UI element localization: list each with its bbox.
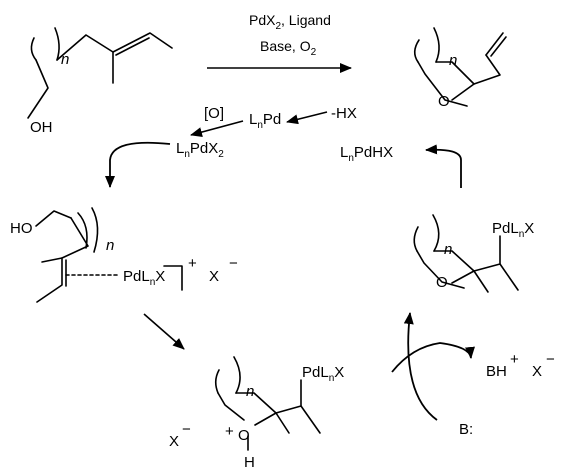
oxonium-hydrogen: H [244, 454, 255, 469]
counterion-x-bottom: X [169, 433, 179, 450]
alkylpd-thf-intermediate: n O PdLnX [413, 214, 534, 293]
pd-hx-label: LnPdHX [340, 144, 393, 164]
ring-oxygen-product: O [438, 93, 450, 110]
pd-label-alkylpd: PdLnX [492, 220, 534, 240]
ring-size-label-alkylpd: n [444, 241, 452, 258]
oxonium-intermediate: n O + H PdLnX X − [169, 356, 344, 469]
pd-x2-label: LnPdX2 [176, 140, 224, 160]
starting-alkenol: n OH [27, 27, 173, 136]
hydroxyl-label: OH [30, 119, 53, 136]
counterion-x-charge: − [229, 255, 238, 272]
pdx2-entry-arrow [105, 141, 171, 188]
ring-oxygen-oxonium: O [238, 427, 250, 444]
complex-cation-charge: + [188, 255, 197, 272]
minus-hx-label: -HX [331, 105, 357, 122]
oxonium-charge: + [225, 423, 234, 440]
counterion-x-right: X [532, 363, 542, 380]
ring-oxygen-alkylpd: O [436, 274, 448, 291]
conjugate-acid-charge: + [510, 351, 519, 368]
product-vinyl-thf: n O [413, 27, 507, 110]
oxidant-label: [O] [204, 105, 224, 122]
ring-size-label-complex: n [106, 237, 114, 254]
oxidation-step: LnPd [O] LnPdX2 [176, 105, 281, 160]
ring-size-label-product: n [449, 52, 457, 69]
main-reaction-arrow: PdX2, Ligand Base, O2 [207, 12, 352, 73]
base-label: B: [459, 421, 473, 438]
ring-size-label-oxonium: n [246, 383, 254, 400]
counterion-charge-right: − [546, 351, 555, 368]
alkene-pd-complex: HO n PdLnX + X − [10, 207, 238, 303]
ring-size-label-start: n [61, 51, 69, 68]
counterion-x-label: X [209, 268, 219, 285]
deprotonation-step: B: BH + X − [391, 312, 555, 438]
pd0-label: LnPd [249, 111, 281, 131]
hydride-elimination-step: -HX LnPdHX [286, 105, 462, 188]
pd-label-oxonium: PdLnX [302, 364, 344, 384]
conjugate-acid-label: BH [486, 363, 507, 380]
cyclization-arrow [143, 313, 185, 350]
counterion-charge-bottom: − [182, 421, 191, 438]
hydroxyl-label-complex: HO [10, 220, 33, 237]
conditions-line-1: PdX2, Ligand [249, 12, 331, 32]
conditions-line-2: Base, O2 [260, 38, 317, 58]
pd-complex-label: PdLnX [123, 268, 165, 288]
